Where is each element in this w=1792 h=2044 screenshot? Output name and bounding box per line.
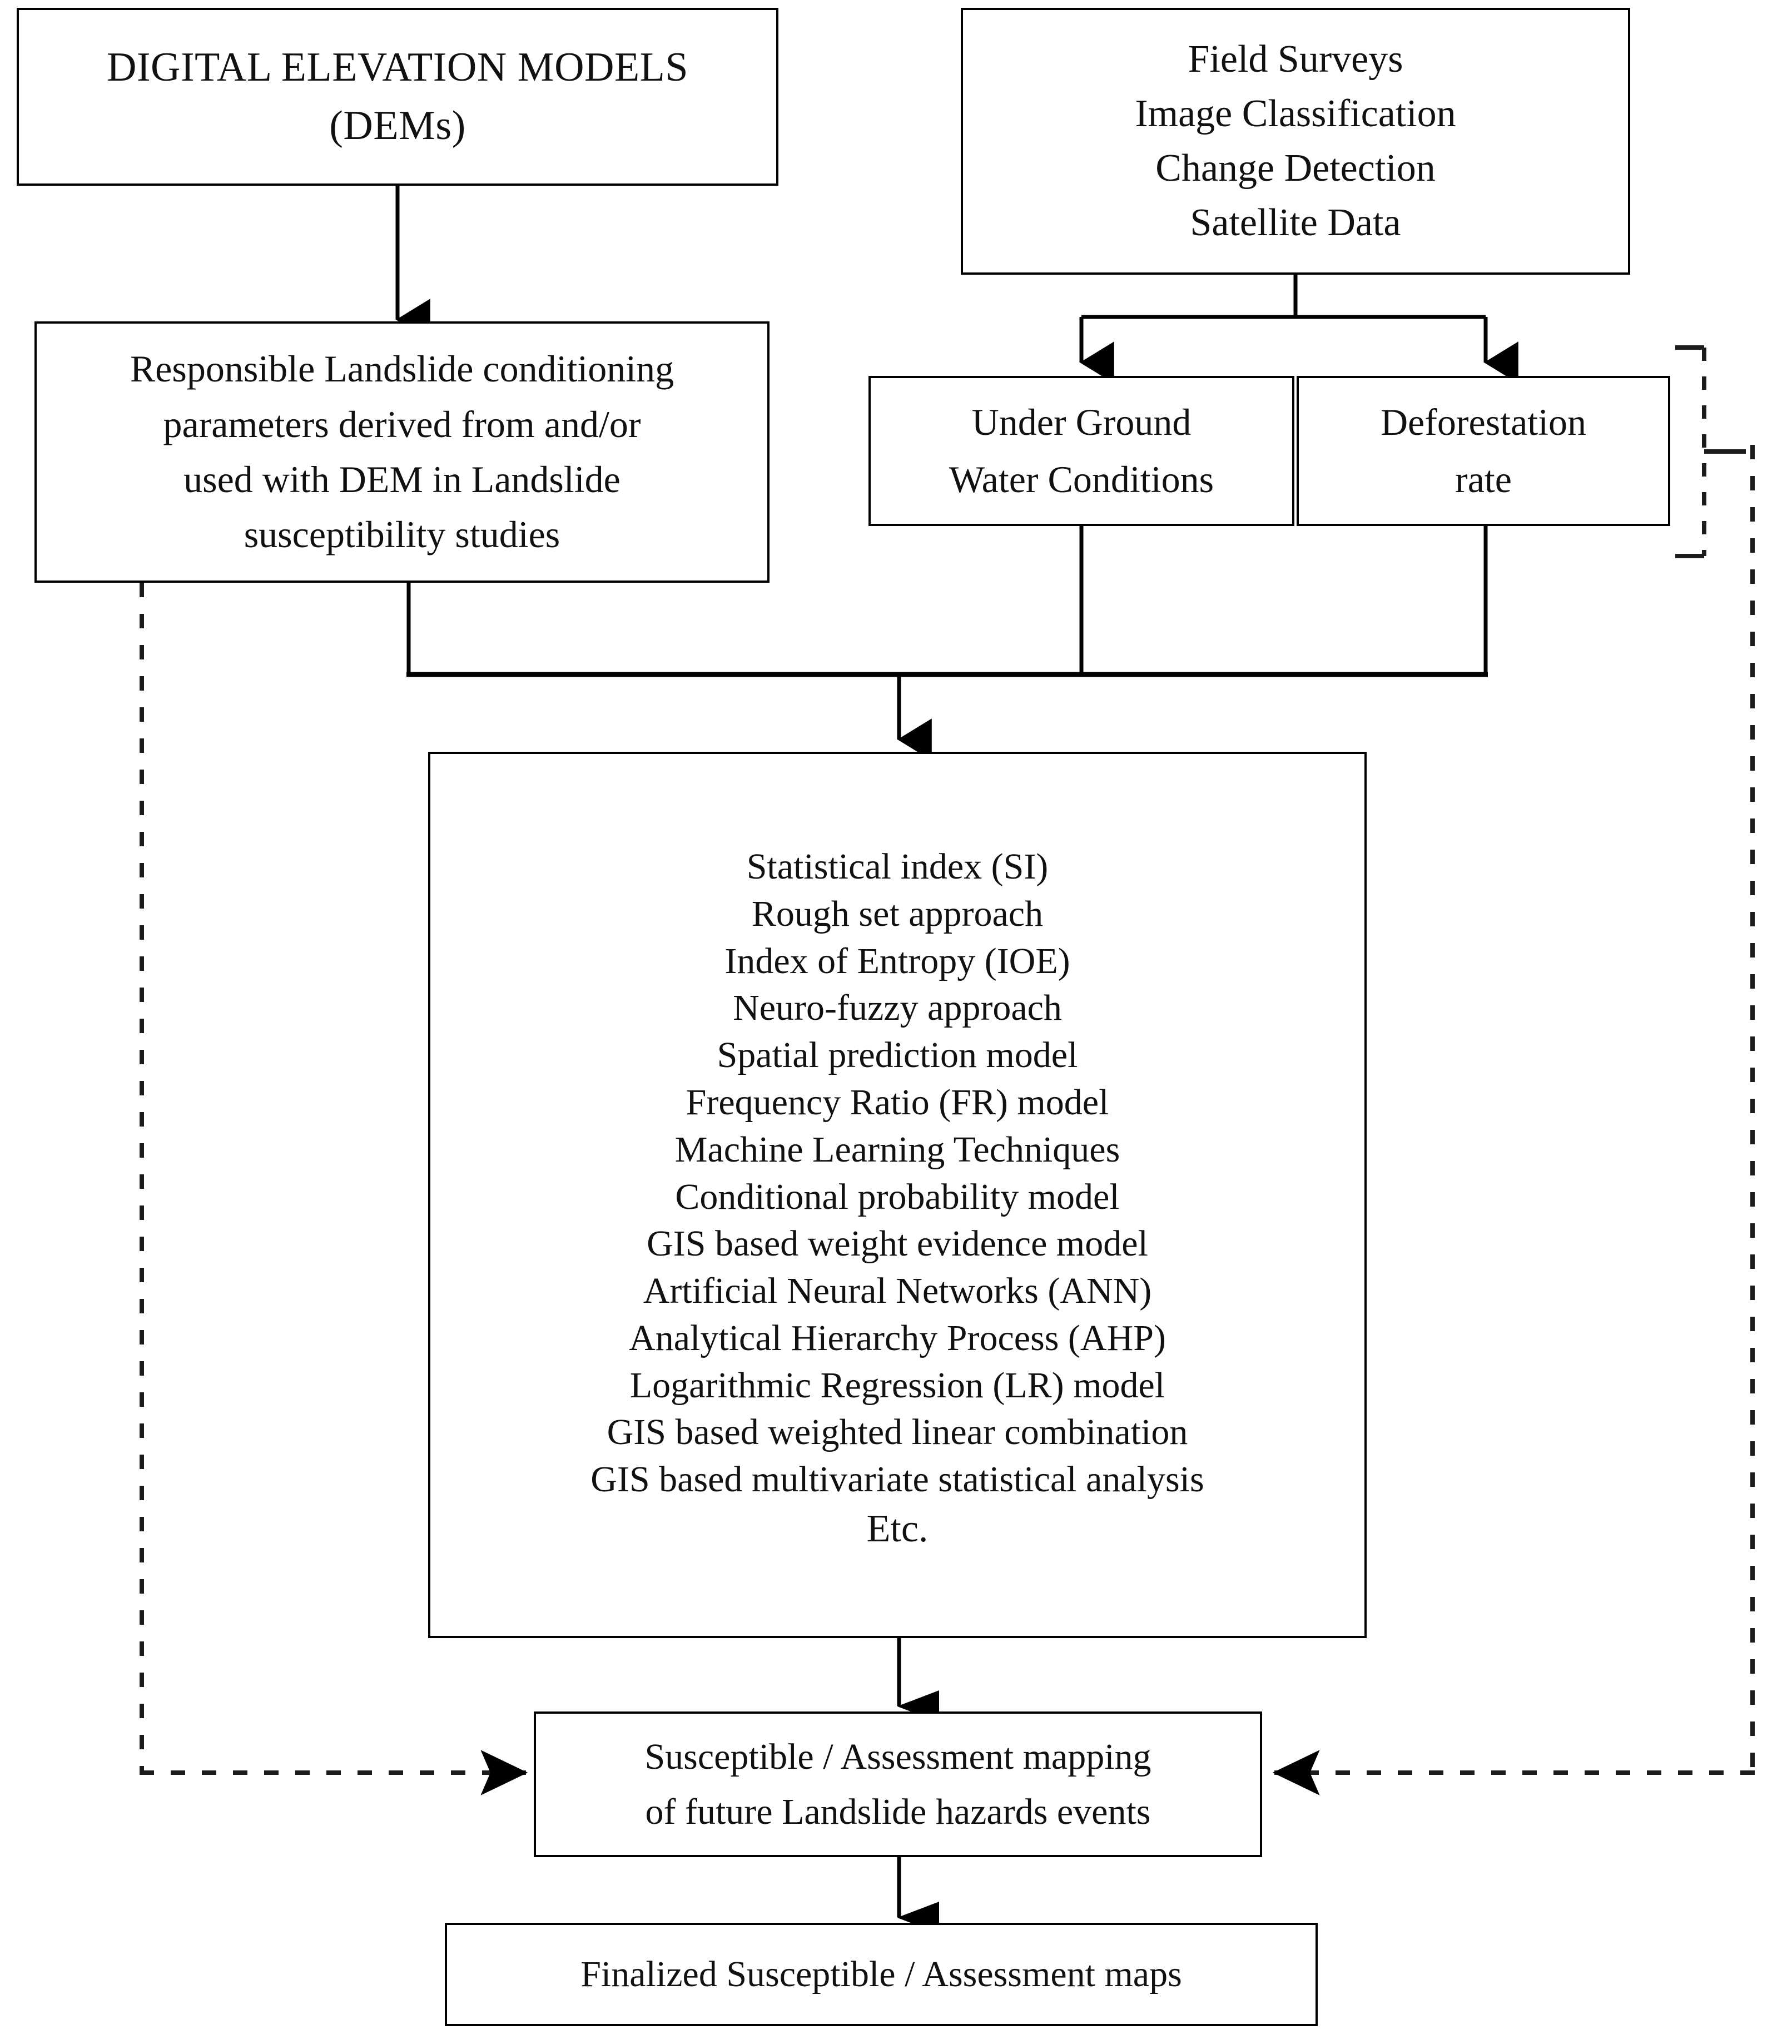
- edge-field-to-subboxes: [1079, 275, 1518, 384]
- method-item: Conditional probability model: [675, 1176, 1120, 1217]
- node-digital-elevation-models[interactable]: DIGITAL ELEVATION MODELS (DEMs): [17, 8, 778, 186]
- method-item-etc: Etc.: [866, 1507, 929, 1551]
- method-item: Logarithmic Regression (LR) model: [629, 1365, 1165, 1406]
- node-susceptibility-mapping[interactable]: Susceptible / Assessment mapping of futu…: [534, 1711, 1262, 1857]
- method-item: Machine Learning Techniques: [674, 1129, 1120, 1170]
- node-field-line-1: Field Surveys: [1188, 38, 1403, 81]
- method-item: Statistical index (SI): [746, 846, 1049, 887]
- method-item: Frequency Ratio (FR) model: [686, 1081, 1109, 1123]
- node-methods-list[interactable]: Statistical index (SI) Rough set approac…: [428, 752, 1367, 1638]
- node-params-line-4: susceptibility studies: [244, 513, 560, 556]
- node-water-line-1: Under Ground: [971, 400, 1192, 443]
- node-suscept-line-2: of future Landslide hazards events: [645, 1792, 1151, 1832]
- node-deforestation-rate[interactable]: Deforestation rate: [1297, 376, 1670, 526]
- node-deforestation-line-2: rate: [1455, 458, 1512, 500]
- node-under-ground-water-conditions[interactable]: Under Ground Water Conditions: [868, 376, 1294, 526]
- node-params-line-3: used with DEM in Landslide: [183, 458, 621, 500]
- node-finalized-maps[interactable]: Finalized Susceptible / Assessment maps: [445, 1923, 1318, 2026]
- method-item: Analytical Hierarchy Process (AHP): [629, 1317, 1166, 1358]
- node-field-line-2: Image Classification: [1135, 92, 1456, 135]
- node-conditioning-parameters[interactable]: Responsible Landslide conditioning param…: [34, 321, 770, 583]
- node-field-line-3: Change Detection: [1155, 147, 1436, 190]
- method-item: GIS based multivariate statistical analy…: [590, 1459, 1204, 1500]
- node-params-line-1: Responsible Landslide conditioning: [130, 348, 674, 390]
- method-item: GIS based weight evidence model: [647, 1223, 1148, 1264]
- node-field-line-4: Satellite Data: [1190, 201, 1401, 244]
- node-params-line-2: parameters derived from and/or: [163, 403, 641, 445]
- node-dem-line-2: (DEMs): [329, 103, 466, 148]
- node-final-line-1: Finalized Susceptible / Assessment maps: [580, 1954, 1182, 1995]
- method-item: Rough set approach: [751, 893, 1044, 934]
- method-item: GIS based weighted linear combination: [607, 1412, 1188, 1453]
- node-field-sources[interactable]: Field Surveys Image Classification Chang…: [961, 8, 1630, 275]
- method-item: Spatial prediction model: [717, 1035, 1078, 1076]
- node-suscept-line-1: Susceptible / Assessment mapping: [644, 1737, 1151, 1777]
- node-dem-line-1: DIGITAL ELEVATION MODELS: [106, 44, 689, 90]
- node-deforestation-line-1: Deforestation: [1380, 400, 1587, 443]
- method-item: Index of Entropy (IOE): [724, 940, 1070, 981]
- method-item: Neuro-fuzzy approach: [733, 988, 1062, 1029]
- method-item: Artificial Neural Networks (ANN): [643, 1271, 1152, 1312]
- node-water-line-2: Water Conditions: [949, 458, 1214, 500]
